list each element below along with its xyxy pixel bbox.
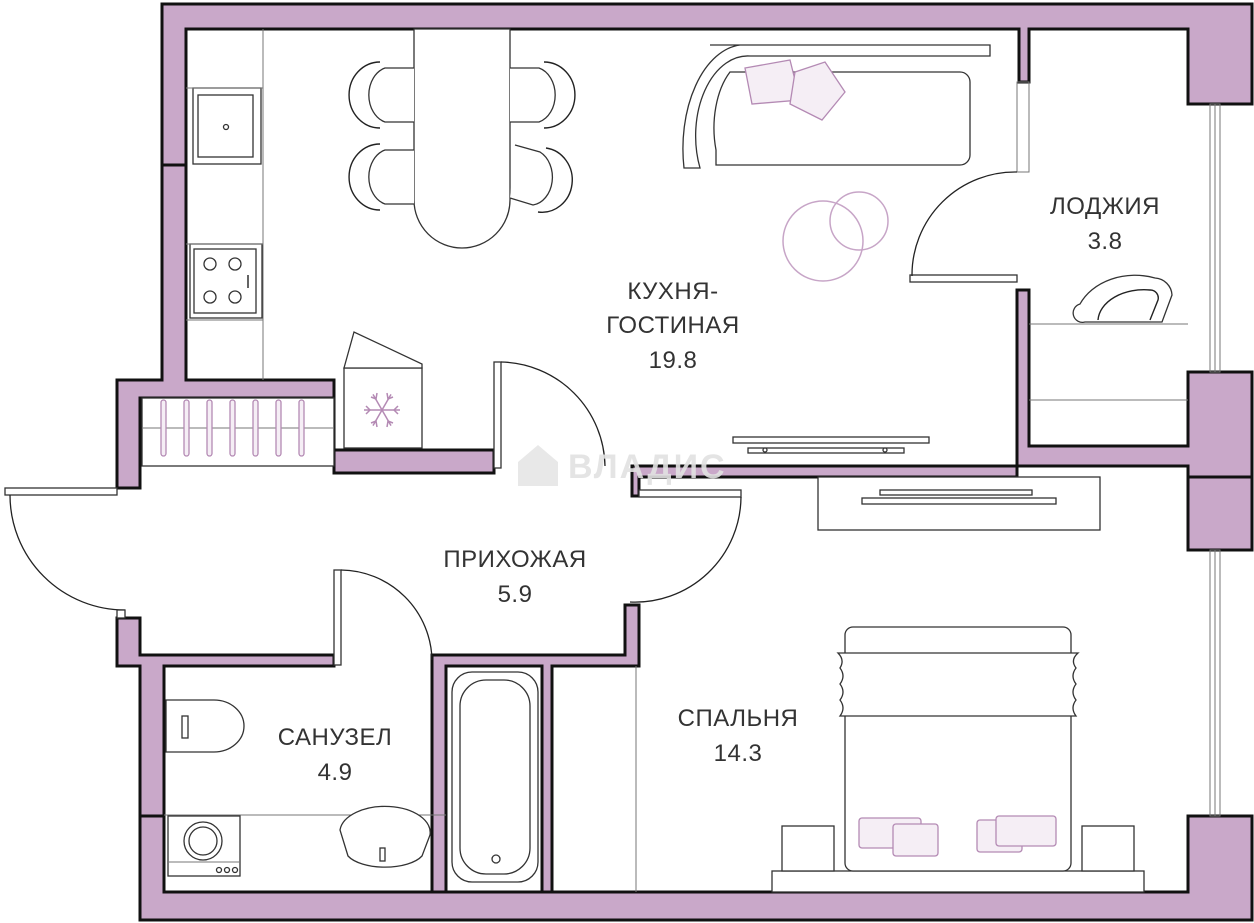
bathtub-inner xyxy=(459,679,531,875)
walls xyxy=(115,2,1254,922)
entrance-door-jamb xyxy=(116,609,126,619)
bedroom-tv-stand xyxy=(861,497,1057,505)
sofa-back xyxy=(682,44,991,169)
stove-burner-4 xyxy=(228,290,242,304)
room-labels: КУХНЯ- ГОСТИНАЯ 19.8 ЛОДЖИЯ 3.8 ПРИХОЖАЯ… xyxy=(278,193,1160,786)
washing-machine-drum-inner xyxy=(188,826,218,856)
watermark-text: ВЛАДИС xyxy=(568,448,727,486)
bedroom-area: 14.3 xyxy=(714,740,763,767)
house-logo-icon xyxy=(518,445,558,486)
toilet xyxy=(165,699,245,753)
kitchen-door-swing xyxy=(500,361,606,467)
hallway-name: ПРИХОЖАЯ xyxy=(443,546,586,573)
loggia-furniture xyxy=(1029,274,1188,401)
bed-pillow-2 xyxy=(892,823,939,857)
washbasin-tap xyxy=(379,847,386,862)
bedroom-tv xyxy=(879,489,1033,496)
loggia-door-leaf xyxy=(909,274,1018,283)
kitchen-living-name-2: ГОСТИНАЯ xyxy=(606,312,739,339)
tv-foot-right xyxy=(882,447,888,453)
coffee-table-large xyxy=(782,200,864,282)
sofa-pillow-2 xyxy=(789,61,846,121)
wm-button-2 xyxy=(223,866,231,874)
bed-blanket xyxy=(836,652,1080,717)
entrance-door-leaf xyxy=(4,487,118,496)
stove-top xyxy=(193,248,257,314)
washbasin xyxy=(339,805,431,868)
window-kitchen-loggia xyxy=(1016,81,1030,173)
bedroom-furniture xyxy=(635,476,1145,893)
nightstand-right xyxy=(1081,825,1135,872)
stove-burner-3 xyxy=(203,290,217,304)
tv xyxy=(747,447,905,454)
wm-button-1 xyxy=(215,866,223,874)
wall-kitchen-left xyxy=(115,163,496,490)
loggia-name: ЛОДЖИЯ xyxy=(1050,193,1160,220)
snowflake-icon xyxy=(364,392,400,428)
fridge-door xyxy=(343,331,423,369)
bathroom-name: САНУЗЕЛ xyxy=(278,724,393,751)
hallway-area: 5.9 xyxy=(498,581,533,608)
sink-drain xyxy=(222,123,230,131)
loggia-armchair xyxy=(1072,274,1173,323)
windows xyxy=(1016,81,1221,817)
bedroom-door-swing xyxy=(629,496,742,603)
tv-stand xyxy=(732,436,930,444)
toilet-tank xyxy=(181,715,189,739)
kitchen-furniture xyxy=(141,28,991,467)
loggia-area: 3.8 xyxy=(1088,228,1123,255)
entrance-door-swing xyxy=(9,494,126,611)
dining-table xyxy=(413,28,511,249)
bedroom-door-leaf xyxy=(638,489,742,498)
bathroom-door-leaf xyxy=(333,569,342,666)
bed-pillow-4 xyxy=(995,815,1057,847)
loggia-armchair-seat xyxy=(1097,289,1159,321)
wall-hall-bath xyxy=(430,603,641,894)
tv-foot-left xyxy=(762,447,768,453)
bed-headboard xyxy=(771,870,1145,893)
doors xyxy=(4,171,1018,666)
kitchen-living-name-1: КУХНЯ- xyxy=(627,278,718,305)
stove-burner-1 xyxy=(203,257,217,271)
wall-right-lower xyxy=(1186,475,1254,552)
watermark: ВЛАДИС xyxy=(518,445,727,486)
bathroom-area: 4.9 xyxy=(318,759,353,786)
stove-burner-2 xyxy=(228,257,242,271)
wm-button-3 xyxy=(231,866,239,874)
bathroom-furniture xyxy=(164,671,539,883)
nightstand-left xyxy=(781,825,835,872)
bathroom-door-swing xyxy=(340,569,433,661)
wardrobe xyxy=(141,397,335,467)
wall-bathroom-left xyxy=(115,616,336,818)
kitchen-living-area: 19.8 xyxy=(649,347,698,374)
dining-chairs xyxy=(348,61,576,213)
bathtub-drain xyxy=(491,854,501,864)
kitchen-door-leaf xyxy=(493,361,502,469)
loggia-door-swing xyxy=(911,171,1018,277)
coffee-table-small xyxy=(829,191,889,251)
wardrobe-hangers xyxy=(160,399,305,457)
wall-bottom xyxy=(138,814,1254,922)
bedroom-name: СПАЛЬНЯ xyxy=(678,705,799,732)
